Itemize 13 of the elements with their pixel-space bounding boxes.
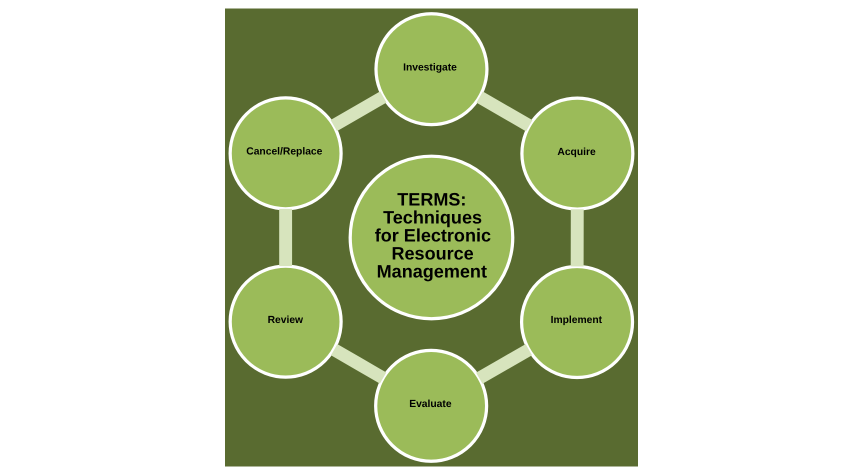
node-circle: Cancel/Replace (228, 96, 342, 210)
node-circle: Evaluate (374, 348, 488, 463)
node-circle: Implement (519, 264, 634, 380)
connector (278, 208, 292, 266)
connector (476, 344, 532, 384)
connector (330, 91, 386, 132)
connector (570, 209, 584, 266)
connector (476, 91, 532, 132)
node-circle: Acquire (520, 96, 634, 211)
node-circle: TERMS: Techniques for Electronic Resource Management (348, 154, 514, 320)
node-circle: Investigate (374, 12, 488, 126)
node-circle: Review (228, 264, 342, 379)
connector (330, 344, 386, 384)
